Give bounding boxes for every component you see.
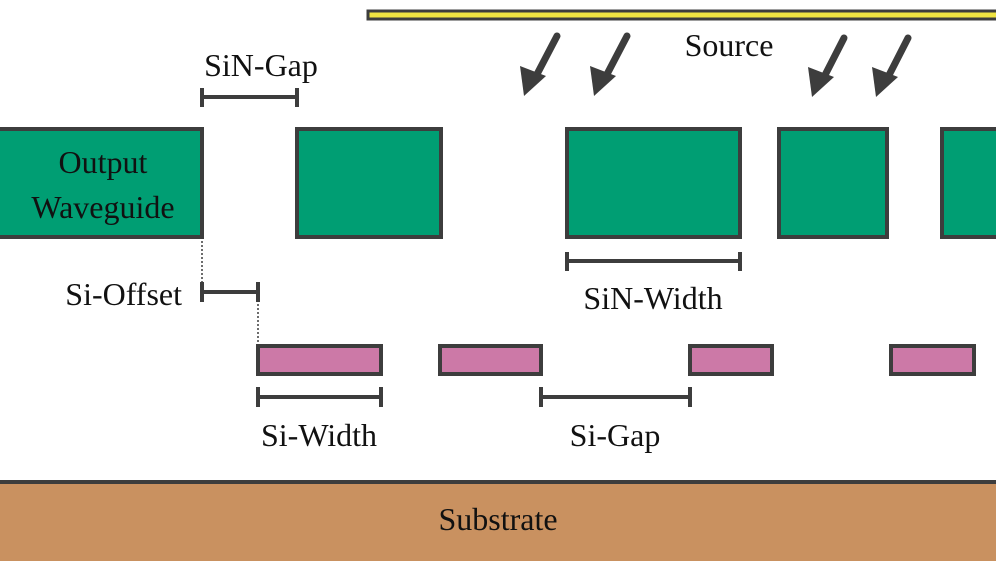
si-offset-dimension — [200, 237, 260, 346]
sin-tooth — [940, 127, 996, 239]
arrow-down-left-icon — [590, 32, 631, 96]
si-layer — [256, 344, 976, 376]
arrow-down-left-icon — [808, 34, 848, 97]
sin-tooth — [565, 127, 742, 239]
substrate-label: Substrate — [438, 501, 557, 537]
sin-tooth — [777, 127, 889, 239]
output-waveguide-label-line2: Waveguide — [31, 189, 174, 225]
arrow-down-left-icon — [872, 34, 912, 97]
si-width-dimension — [256, 387, 383, 407]
sin-tooth — [295, 127, 443, 239]
sin-width-dimension — [565, 252, 742, 271]
si-tooth — [256, 344, 383, 376]
si-offset-label: Si-Offset — [65, 276, 182, 312]
si-gap-dimension — [539, 387, 692, 407]
si-gap-label: Si-Gap — [570, 417, 661, 453]
source-arrows — [520, 32, 912, 97]
sin-gap-dimension — [200, 88, 299, 107]
si-tooth — [688, 344, 774, 376]
sin-width-label: SiN-Width — [583, 280, 722, 316]
si-tooth — [438, 344, 543, 376]
sin-layer — [0, 127, 996, 239]
arrow-down-left-icon — [520, 32, 561, 96]
output-waveguide-label-line1: Output — [59, 144, 148, 180]
si-tooth — [889, 344, 976, 376]
source-label: Source — [685, 27, 774, 63]
si-width-label: Si-Width — [261, 417, 377, 453]
sin-gap-label: SiN-Gap — [204, 47, 318, 83]
substrate — [0, 480, 996, 561]
source-bar — [366, 9, 996, 21]
output-waveguide — [0, 127, 204, 239]
